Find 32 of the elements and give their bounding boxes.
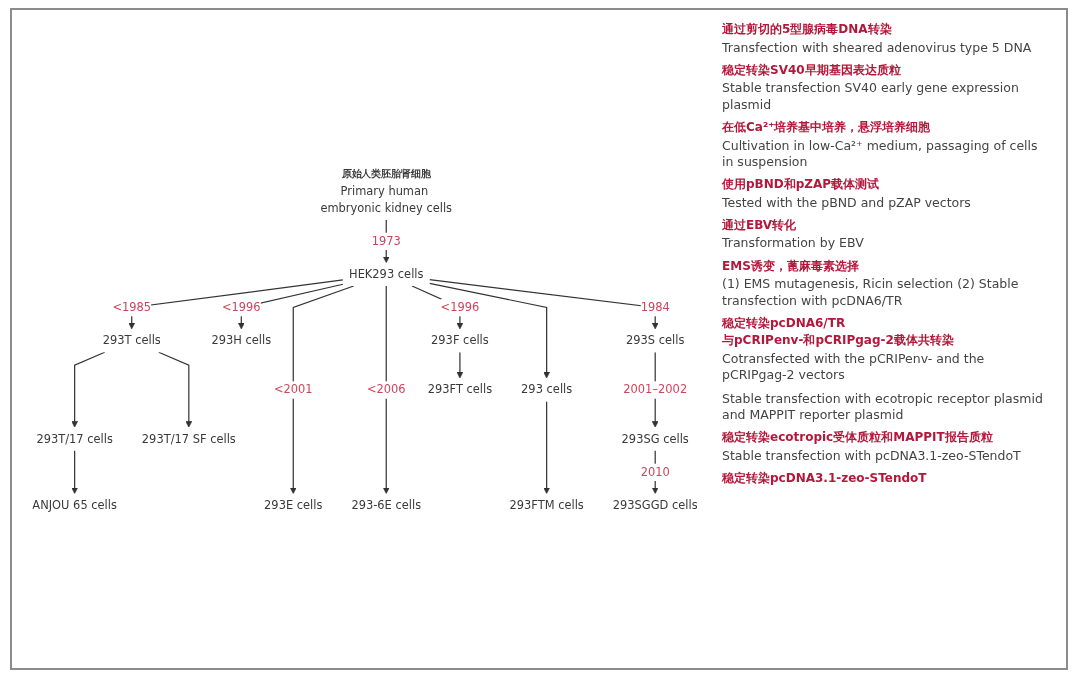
arrow (71, 351, 106, 428)
translated-note: 稳定转染pcDNA6/TR (722, 315, 847, 332)
translated-note: EMS诱变，蓖麻毒素选择 (722, 258, 860, 275)
translated-note: 通过EBV转化 (722, 217, 798, 234)
arrow (543, 400, 550, 494)
cell-line-label: 293FT cells (421, 377, 499, 401)
annotation-text: Cotransfected with the pCRIPenv- and the pCRIPgag-2 vectors (722, 351, 986, 384)
annotation-text: (1) EMS mutagenesis, Ricin selection (2) Stable transfection with pcDNA6/TR (722, 276, 1020, 309)
arrow (289, 284, 355, 494)
arrow (428, 278, 659, 329)
translated-note: 稳定转染ecotropic受体质粒和MAPPIT报告质粒 (722, 430, 994, 446)
cell-line-label: HEK293 cells (342, 262, 430, 286)
annotation-text: Stable transfection with ecotropic receptor plasmid and MAPPIT reporter plasmid (722, 390, 1044, 423)
translated-note: 与pCRIPenv-和pCRIPgag-2载体共转染 (722, 333, 955, 349)
translated-note: 稳定转染SV40早期基因表达质粒 (722, 62, 902, 79)
translated-note: 在低Ca²⁺培养基中培养，悬浮培养细胞 (722, 119, 932, 136)
arrow (382, 284, 390, 494)
translated-note: 稳定转染pcDNA3.1-zeo-STendoT (722, 470, 928, 487)
arrow (428, 282, 550, 378)
annotation-text: Cultivation in low-Ca²⁺ medium, passaging of cells in suspension (722, 137, 1039, 171)
arrow (158, 351, 193, 428)
annotation-text: Stable transfection SV40 early gene expression plasmid (722, 80, 1020, 113)
annotation-text: Transformation by EBV (722, 235, 865, 252)
cell-line-label: 293H cells (205, 328, 278, 352)
translated-note: 使用pBND和pZAP载体测试 (722, 177, 881, 193)
annotation-text: Tested with the pBND and pZAP vectors (722, 194, 972, 211)
annotation-text: Stable transfection with pcDNA3.1-zeo-STendoT (722, 447, 1022, 464)
cell-line-label: 293T/17 SF cells (135, 426, 242, 451)
arrow (456, 351, 464, 378)
arrow (71, 449, 78, 494)
annotation-text: Transfection with sheared adenovirus type 5 DNA (722, 39, 1033, 56)
translated-note: 通过剪切的5型腺病毒DNA转染 (722, 22, 893, 38)
